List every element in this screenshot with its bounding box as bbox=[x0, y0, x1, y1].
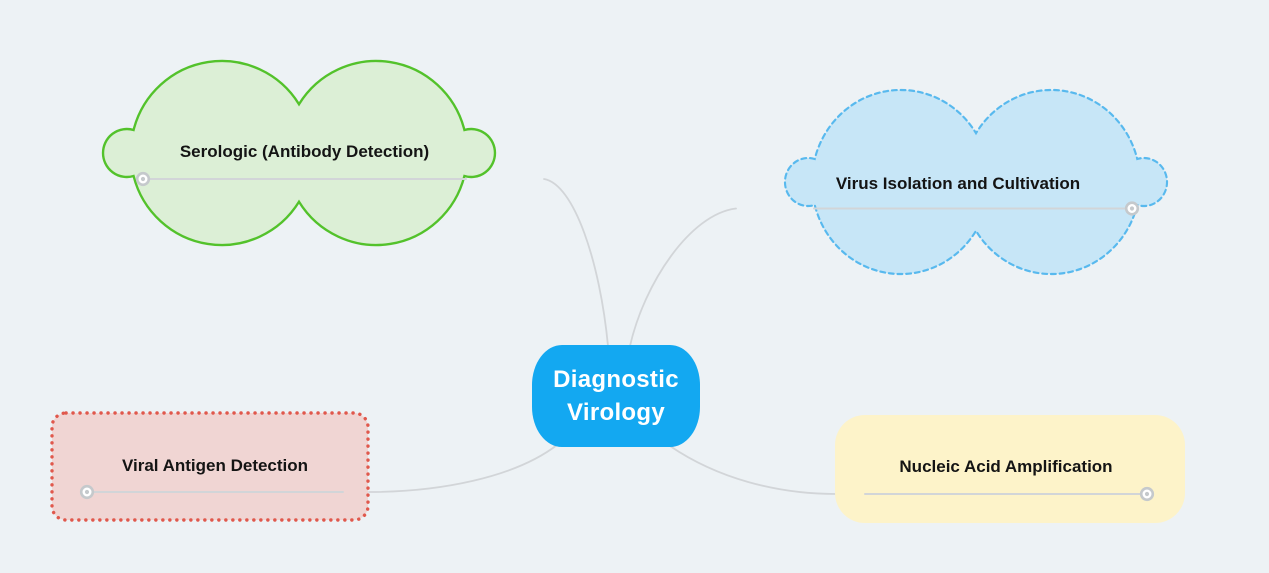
connector-root-to-nucleic-acid bbox=[669, 445, 837, 495]
branch-nucleic-acid-shape[interactable] bbox=[835, 415, 1185, 523]
branch-viral-antigen-shape[interactable] bbox=[50, 411, 370, 522]
connectors bbox=[368, 178, 837, 495]
connector-root-to-serologic bbox=[543, 178, 609, 347]
connection-handle-serologic[interactable] bbox=[135, 171, 151, 187]
connector-root-to-viral-antigen bbox=[368, 444, 558, 493]
handle-dot bbox=[140, 176, 146, 182]
branch-virus-isolation-shape[interactable] bbox=[783, 88, 1169, 276]
connection-handle-virus-isolation[interactable] bbox=[1124, 201, 1140, 216]
branch-serologic-shape[interactable] bbox=[101, 59, 497, 247]
handle-dot bbox=[84, 489, 90, 495]
handle-dot bbox=[1129, 206, 1135, 211]
root-node-shape[interactable] bbox=[532, 345, 700, 447]
node-underlines bbox=[86, 178, 1148, 495]
connection-handle-nucleic-acid[interactable] bbox=[1139, 486, 1155, 502]
connection-handle-viral-antigen[interactable] bbox=[79, 484, 95, 500]
handle-dot bbox=[1144, 491, 1150, 497]
connector-root-to-virus-isolation bbox=[629, 207, 737, 347]
